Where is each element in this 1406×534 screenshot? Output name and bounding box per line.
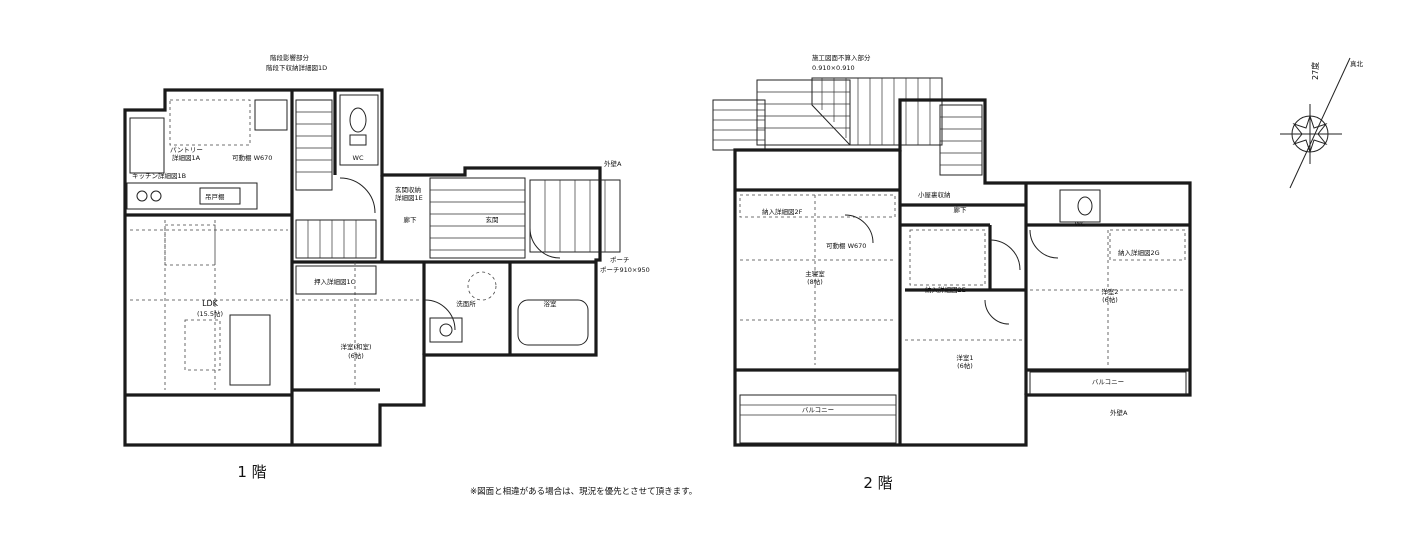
compass-angle-label: 27度 — [1310, 62, 1320, 80]
footnote: ※図面と相違がある場合は、現況を優先とさせて頂きます。 — [470, 486, 697, 497]
genkan-storage-label: 玄関収納 — [395, 185, 421, 194]
shelf-2f-label: 可動棚 W670 — [826, 241, 866, 250]
floor-1-label: 1 階 — [237, 463, 266, 481]
blowout-note-label: 施工図面不算入部分 — [812, 53, 871, 62]
hall-2f-label: 廊下 — [954, 205, 968, 214]
floor-1-plan — [123, 88, 621, 447]
washitsu-size: (6帖) — [348, 351, 364, 360]
closet-2g-label: 納入詳細図2G — [1118, 248, 1160, 257]
kitchen-ref-label: キッチン詳細図1B — [132, 171, 186, 180]
porch-size-label: ポーチ910×950 — [600, 266, 650, 274]
kitchen-label: 吊戸棚 — [205, 192, 225, 201]
master-size: (8帖) — [807, 277, 823, 286]
closet-2f-label: 納入詳細図2F — [762, 207, 803, 216]
ldk-size: (15.5帖) — [197, 309, 223, 318]
washitsu-label: 洋室(和室) — [340, 342, 371, 351]
exterior-a-1f-label: 外壁A — [604, 159, 622, 168]
pantry-label: パントリー — [170, 146, 203, 154]
compass-north-label: 真北 — [1350, 59, 1364, 68]
shelf-1f-label: 可動棚 W670 — [232, 153, 272, 162]
floor-2-plan — [712, 77, 1192, 447]
wc-1f-label: WC — [353, 154, 364, 162]
floor-2-label: 2 階 — [863, 474, 892, 492]
hall-1f-label: 廊下 — [404, 215, 418, 224]
room1-label: 洋室1 — [956, 353, 973, 362]
room1-size: (6帖) — [957, 361, 973, 370]
blowout-size-label: 0.910×0.910 — [812, 64, 855, 72]
master-label: 主寝室 — [805, 269, 825, 278]
entrance-label: 玄関 — [486, 215, 499, 224]
stair-note-label: 階段影響部分 — [270, 53, 310, 62]
wc-2f-label: WC — [1075, 220, 1086, 228]
bath-label: 浴室 — [544, 299, 558, 308]
balcony-1-label: バルコニー — [802, 406, 834, 414]
storage-2f-label: 小屋裏収納 — [918, 190, 951, 199]
closet-2e-label: 納入詳細図2E — [925, 285, 966, 294]
stair-note-ref-label: 階段下収納詳細図1D — [266, 63, 327, 72]
room2-label: 洋室2 — [1101, 287, 1118, 296]
exterior-a-2f-label: 外壁A — [1110, 408, 1128, 417]
porch-label: ポーチ — [610, 256, 630, 264]
stairs-1f — [295, 99, 377, 259]
washroom-label: 洗面所 — [456, 299, 476, 308]
room2-size: (6帖) — [1102, 295, 1118, 304]
pantry-ref-label: 詳細図1A — [172, 153, 201, 162]
ldk-label: LDK — [202, 299, 219, 308]
balcony-2-label: バルコニー — [1092, 378, 1124, 386]
closet-1f-label: 押入詳細図1C — [314, 277, 356, 286]
compass-icon — [1280, 57, 1351, 189]
genkan-storage-ref-label: 詳細図1E — [395, 193, 423, 202]
